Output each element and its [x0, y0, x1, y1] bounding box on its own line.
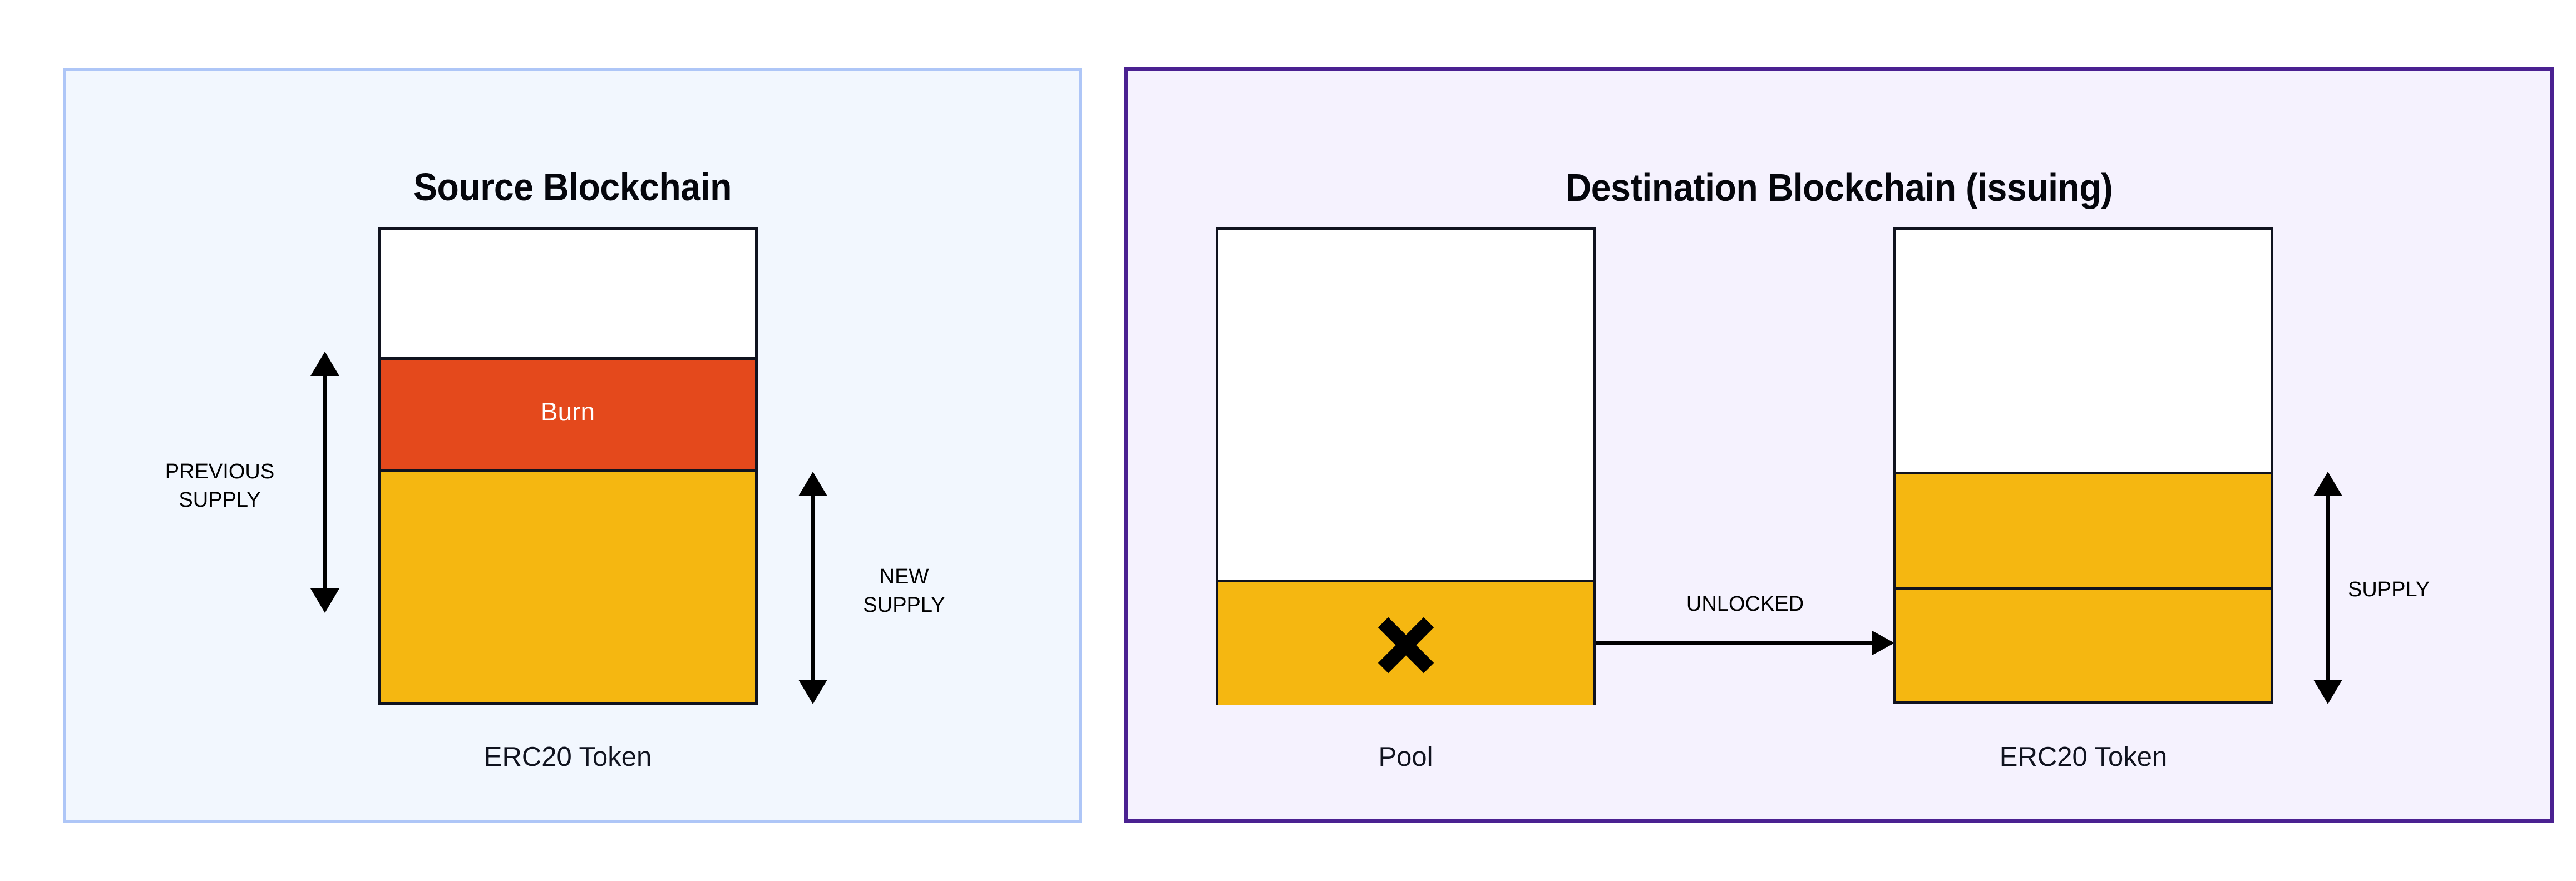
- destination-supply-label: SUPPLY: [2348, 578, 2430, 601]
- destination-pool-caption: Pool: [1378, 742, 1433, 772]
- new-supply-measure-arrow: [798, 472, 827, 704]
- source-erc20-token-caption: ERC20 Token: [483, 742, 652, 772]
- previous-supply-label: PREVIOUS SUPPLY: [165, 460, 275, 512]
- source-bar-segment-burn: Burn: [381, 357, 755, 472]
- destination-pool-bar: [1216, 227, 1596, 705]
- arrow-shaft: [2326, 486, 2330, 690]
- arrow-head-down-icon: [310, 588, 339, 613]
- source-bar-segment-unused: [381, 230, 755, 357]
- arrow-head-down-icon: [2313, 680, 2342, 704]
- dest-bar-segment-unlocked-added: [1896, 587, 2271, 701]
- unlocked-flow-arrow: [1596, 631, 1894, 655]
- destination-supply-measure-arrow: [2313, 472, 2342, 704]
- source-bar-segment-remaining: [381, 472, 755, 702]
- arrow-shaft: [323, 366, 327, 598]
- destination-panel-title: Destination Blockchain (issuing): [1565, 166, 2113, 209]
- destination-erc20-token-caption: ERC20 Token: [1999, 742, 2168, 772]
- pool-bar-segment-locked: [1218, 580, 1593, 705]
- source-erc20-token-bar: Burn: [378, 227, 758, 705]
- previous-supply-measure-arrow: [310, 352, 339, 613]
- arrow-shaft: [1596, 641, 1878, 645]
- source-panel-title: Source Blockchain: [413, 165, 732, 209]
- arrow-head-right-icon: [1872, 631, 1894, 655]
- cross-icon: [1375, 615, 1437, 676]
- new-supply-label: NEW SUPPLY: [863, 565, 945, 617]
- arrow-shaft: [811, 486, 815, 690]
- dest-bar-segment-existing: [1896, 472, 2271, 587]
- destination-erc20-token-bar: [1893, 227, 2273, 704]
- arrow-head-down-icon: [798, 680, 827, 704]
- pool-bar-segment-empty: [1218, 230, 1593, 580]
- dest-bar-segment-headroom: [1896, 230, 2271, 472]
- unlocked-flow-label: UNLOCKED: [1686, 592, 1804, 616]
- burn-label: Burn: [540, 397, 595, 426]
